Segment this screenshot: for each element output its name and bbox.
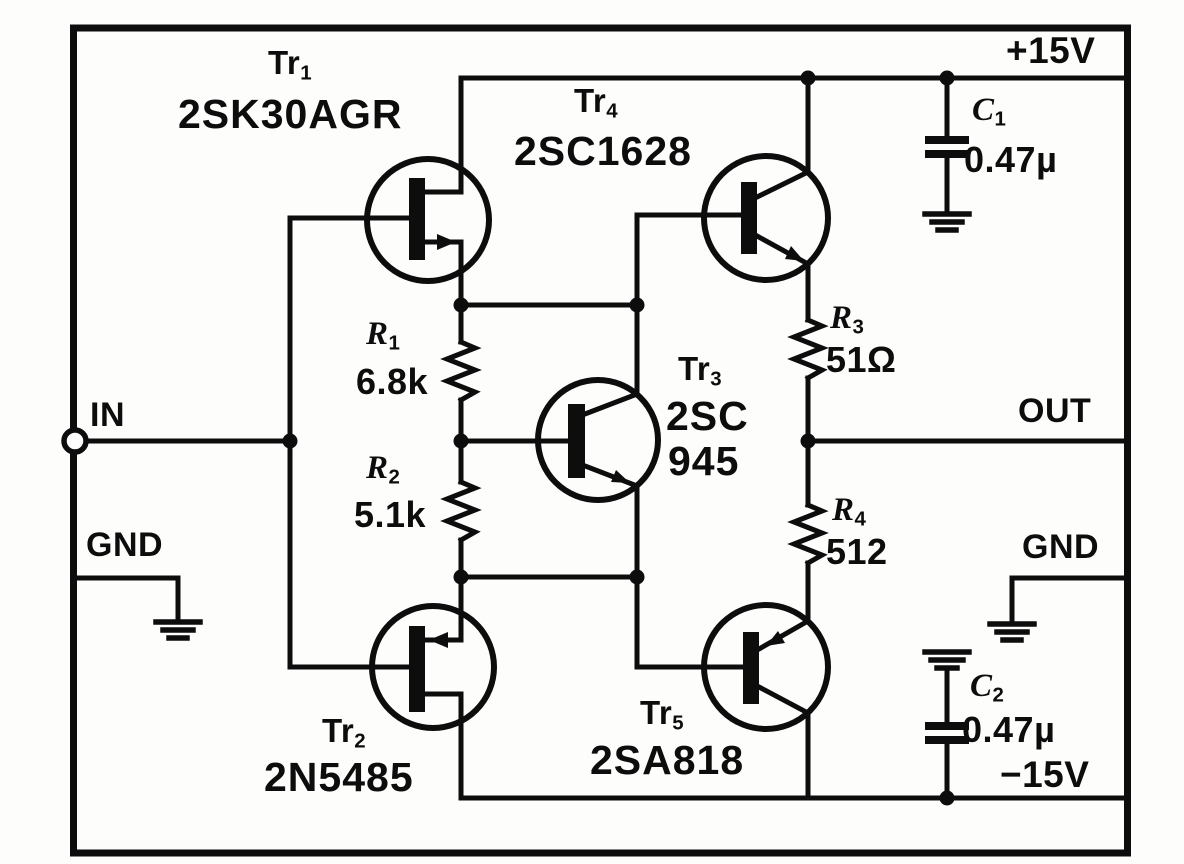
transistor-tr3-ref: Tr3 bbox=[678, 350, 723, 391]
transistor-tr2-ref: Tr2 bbox=[322, 712, 367, 753]
resistor-r4-value: 512 bbox=[826, 531, 888, 572]
output-label: OUT bbox=[1018, 392, 1092, 430]
capacitor-c2-ref: C2 bbox=[970, 668, 1005, 707]
transistor-tr4-part: 2SC1628 bbox=[514, 128, 692, 174]
tr1-channel-bar bbox=[409, 178, 425, 260]
transistor-tr2-body bbox=[369, 603, 497, 731]
resistor-r1-value: 6.8k bbox=[356, 361, 429, 402]
wire-tr1-drain bbox=[422, 75, 464, 195]
input-terminal bbox=[61, 427, 89, 455]
ground-symbol-right bbox=[987, 621, 1037, 643]
capacitor-c2-value: 0.47µ bbox=[962, 709, 1056, 750]
resistor-r3-ref: R3 bbox=[830, 300, 865, 339]
wire-tr5-base bbox=[634, 574, 746, 670]
tr5-collector-diagonal bbox=[755, 683, 812, 717]
resistor-r4-ref: R4 bbox=[832, 492, 867, 531]
tr4-base-bar bbox=[741, 182, 757, 254]
tr5-emitter-arrow bbox=[766, 631, 785, 646]
wire-gnd-left bbox=[74, 575, 181, 623]
transistor-tr3-part-line1: 2SC bbox=[666, 393, 749, 439]
tr5-emitter-diagonal bbox=[755, 617, 812, 653]
input-label: IN bbox=[90, 396, 125, 434]
transistor-tr5-body bbox=[701, 602, 831, 732]
transistor-tr1-part: 2SK30AGR bbox=[178, 91, 403, 137]
tr4-collector-diagonal bbox=[753, 168, 812, 201]
tr2-drain-arrow bbox=[429, 632, 448, 648]
capacitor-c1-value: 0.47µ bbox=[964, 139, 1058, 180]
wire-tr4-base bbox=[634, 212, 744, 308]
resistor-r4-symbol bbox=[787, 501, 829, 567]
ground-symbol-left bbox=[153, 619, 203, 641]
transistor-tr1-body bbox=[364, 156, 492, 284]
resistor-r2-ref: R2 bbox=[366, 450, 401, 489]
tr3-base-bar bbox=[568, 404, 585, 478]
tr5-base-bar bbox=[743, 632, 759, 704]
junction-dots bbox=[282, 70, 955, 806]
wire-tr1-source bbox=[422, 239, 464, 345]
positive-rail-label: +15V bbox=[1006, 30, 1096, 71]
ground-left-label: GND bbox=[86, 526, 164, 564]
capacitor-c1-symbol bbox=[925, 136, 969, 158]
transistor-tr3-body bbox=[535, 377, 661, 503]
ground-symbol-c2 bbox=[922, 649, 972, 671]
tr4-emitter-arrow bbox=[785, 246, 804, 261]
resistor-r2-value: 5.1k bbox=[354, 494, 427, 535]
resistor-r1-symbol bbox=[440, 338, 482, 404]
tr3-emitter-diagonal bbox=[581, 462, 641, 490]
wire-gnd-right bbox=[1009, 575, 1131, 625]
resistor-r1-ref: R1 bbox=[366, 316, 401, 355]
tr3-emitter-arrow bbox=[611, 470, 630, 483]
ground-right-label: GND bbox=[1022, 528, 1100, 566]
transistor-tr4-ref: Tr4 bbox=[574, 82, 619, 123]
transistor-tr3-part-line2: 945 bbox=[668, 438, 740, 484]
resistor-r2-symbol bbox=[440, 478, 482, 544]
transistor-tr4-body bbox=[701, 153, 831, 283]
transistor-tr5-part: 2SA818 bbox=[590, 737, 745, 783]
transistor-tr1-ref: Tr1 bbox=[268, 44, 313, 85]
resistor-r3-symbol bbox=[787, 316, 829, 382]
transistor-tr2-part: 2N5485 bbox=[264, 754, 414, 800]
capacitor-c1-ref: C1 bbox=[972, 92, 1007, 131]
wire-tr2-lower bbox=[422, 691, 464, 801]
ground-symbol-c1 bbox=[922, 211, 972, 233]
capacitor-c2-symbol bbox=[925, 722, 969, 744]
negative-rail-label: −15V bbox=[1000, 754, 1090, 795]
tr3-collector-diagonal bbox=[581, 390, 641, 418]
tr2-channel-bar bbox=[409, 626, 425, 712]
resistor-r3-value: 51Ω bbox=[826, 339, 897, 380]
tr1-source-arrow bbox=[437, 234, 456, 250]
transistor-tr5-ref: Tr5 bbox=[640, 694, 685, 735]
